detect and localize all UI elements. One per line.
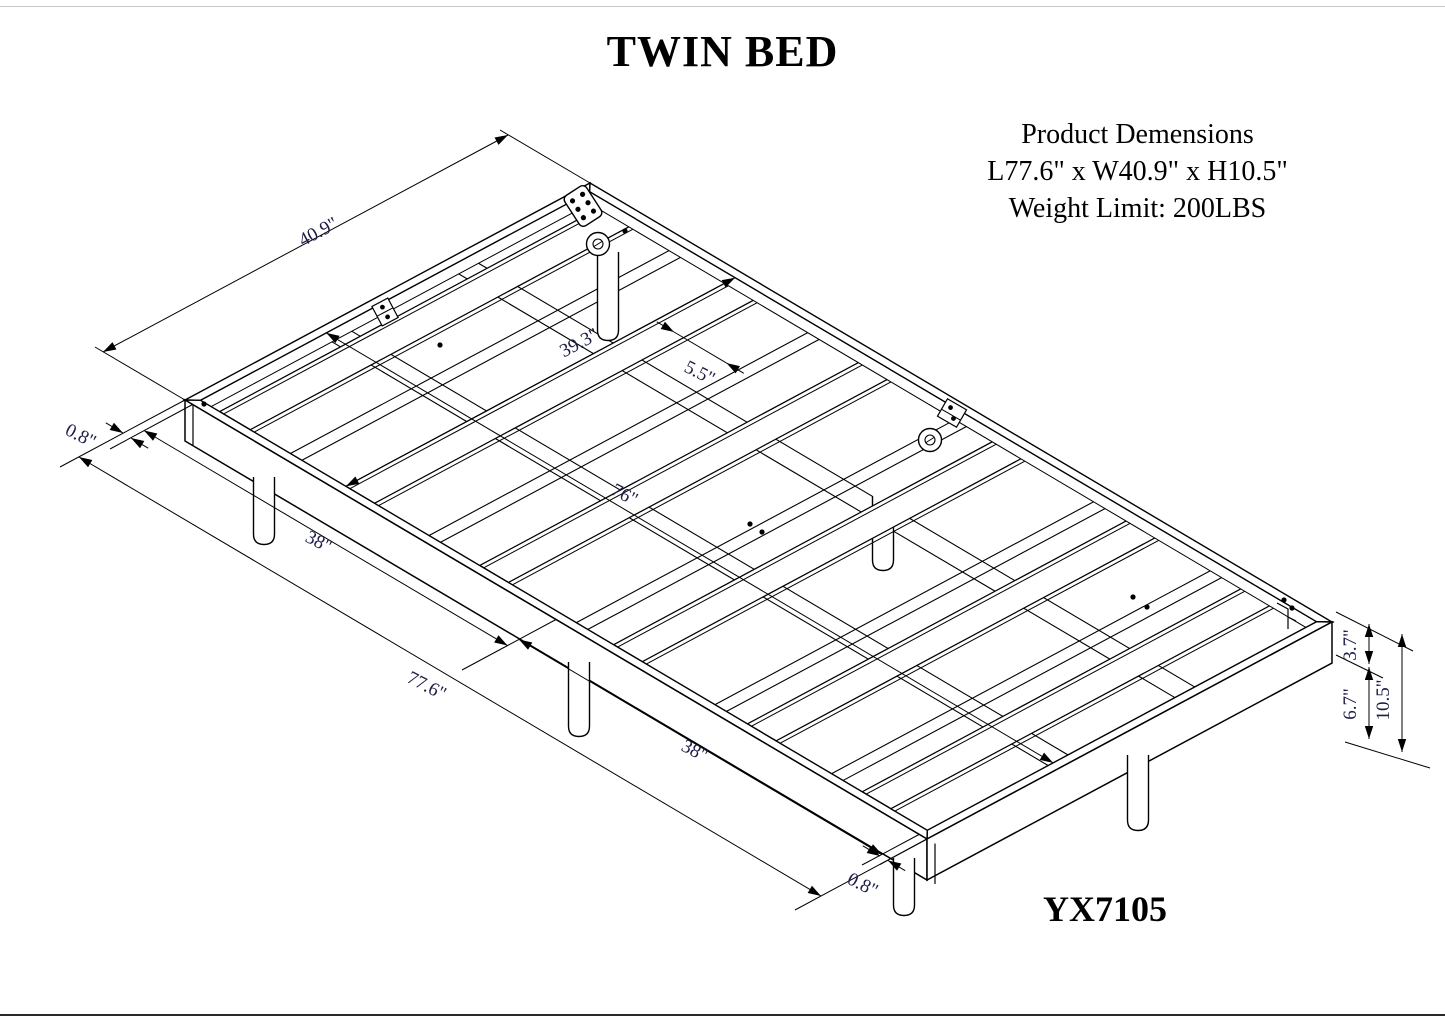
product-info-block: Product Demensions L77.6" x W40.9" x H10… [935,116,1340,227]
dimension-lines [59,129,1431,911]
drawing-title: TWIN BED [606,27,839,76]
dim-label-front-left-span: 38" [302,527,335,558]
rail-bracket [371,297,399,327]
product-dimensions-text: L77.6" x W40.9" x H10.5" [987,156,1288,187]
cam-lock-hardware [585,231,943,453]
page-top-border [0,6,1445,7]
dim-label-leg-height: 6.7" [1340,688,1361,720]
product-info-heading: Product Demensions [1021,119,1254,150]
rail-bracket [936,398,968,428]
dim-label-head-rail-thickness: 0.8" [62,420,100,453]
dim-label-rail-height: 3.7" [1340,629,1361,661]
dim-label-foot-rail-thickness: 0.8" [844,869,882,902]
weight-limit-text: Weight Limit: 200LBS [1008,193,1267,224]
dim-label-overall-height: 10.5" [1373,679,1394,720]
corner-brackets-and-screws [201,185,1297,629]
dim-label-width: 40.9" [295,213,341,251]
model-number: YX7105 [1043,889,1167,929]
crosspieces [290,244,1233,781]
bed-slats [218,202,1282,814]
support-rails [321,256,1195,766]
frame-outline [182,181,1335,884]
dim-label-overall-length: 77.6" [403,667,449,704]
page-bottom-border [0,1014,1445,1016]
corner-bracket-plate [563,185,603,227]
dim-label-slat-gap: 5.5" [681,357,719,390]
bed-legs [252,477,1150,917]
